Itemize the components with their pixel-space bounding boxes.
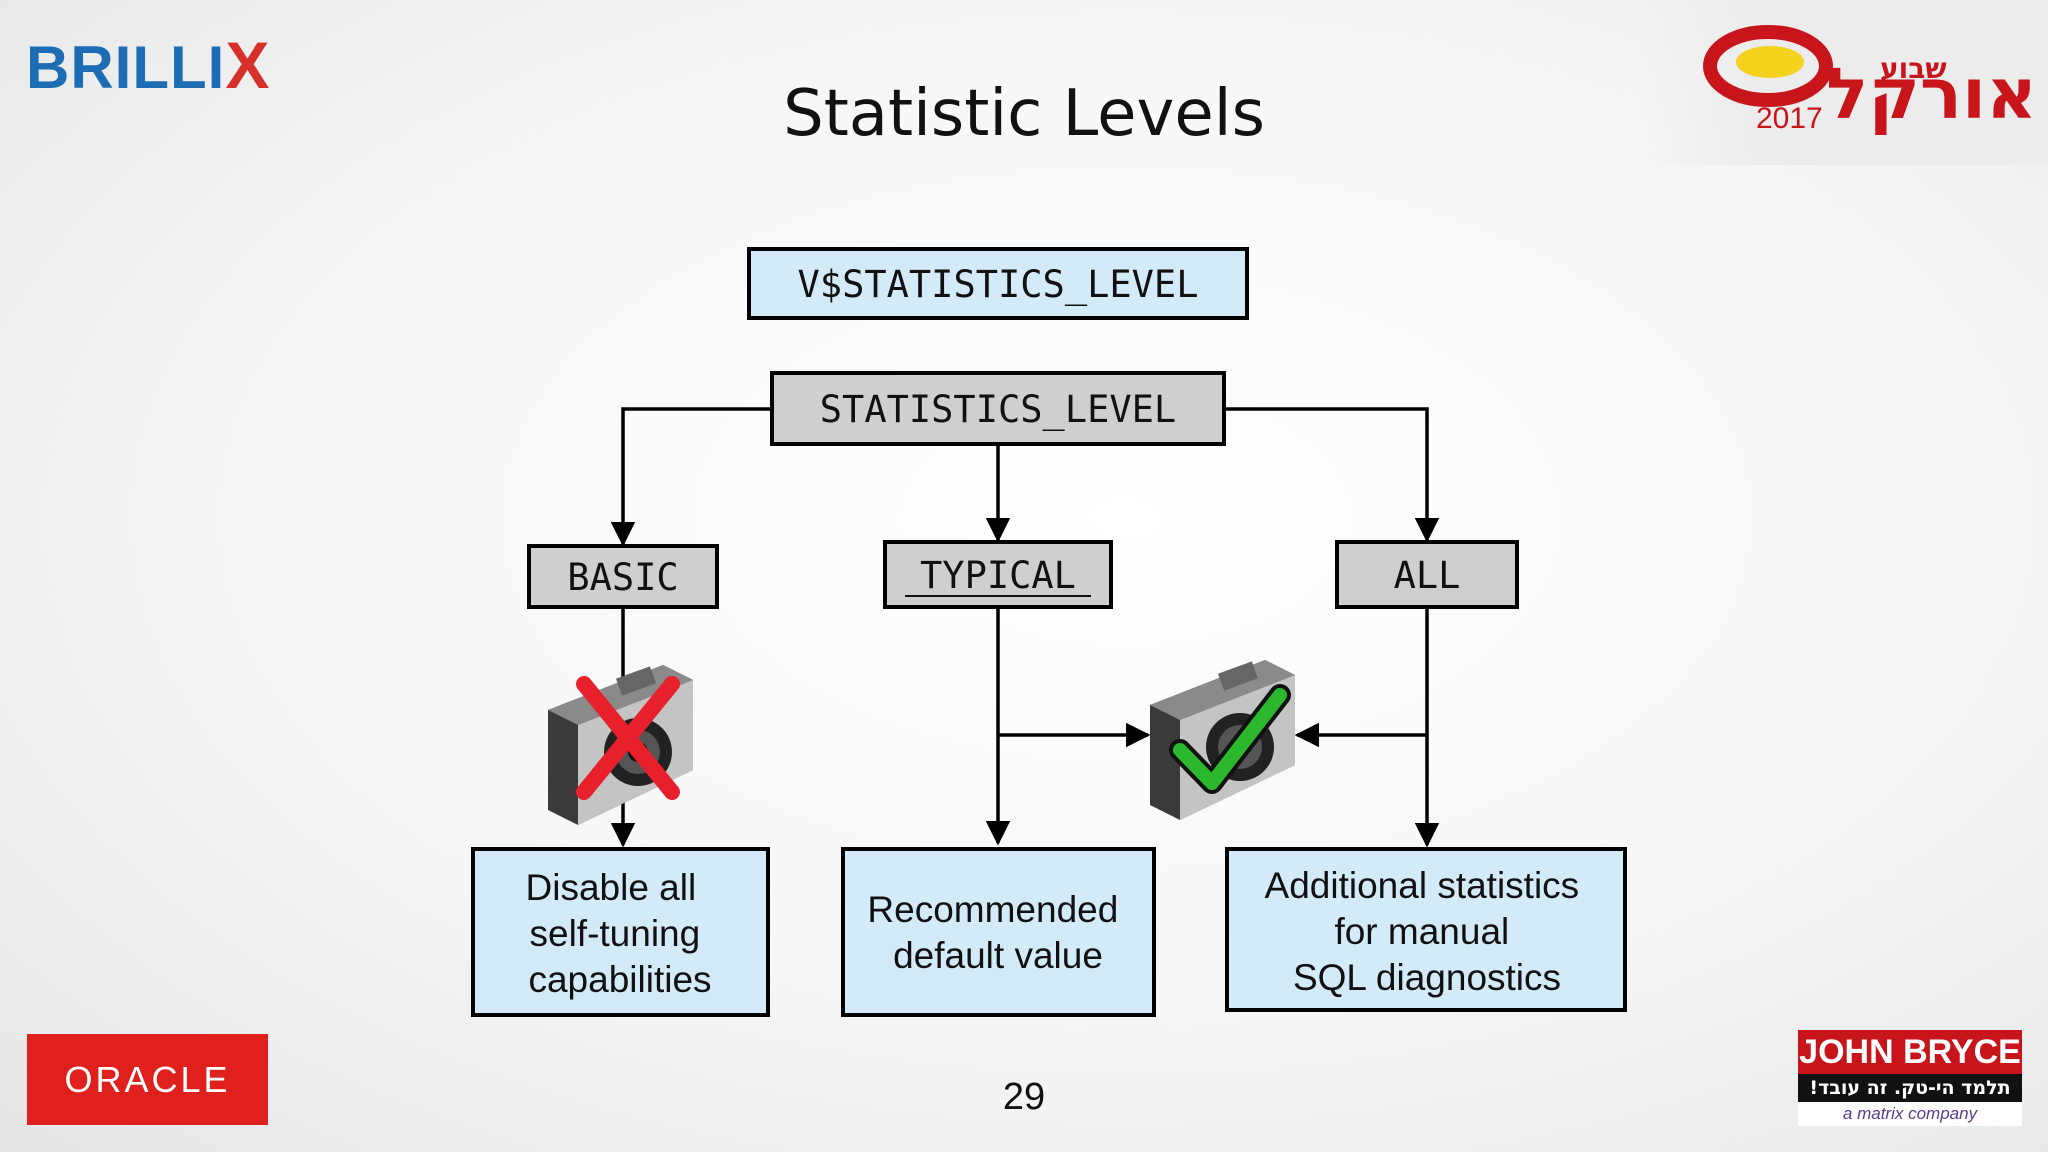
connector-lines — [610, 407, 1440, 848]
orakel-ring-icon — [1703, 25, 1833, 107]
desc-box-typical: Recommended default value — [841, 847, 1156, 1017]
brillix-logo: BRILLIX — [26, 30, 270, 103]
level-node-typical-label: TYPICAL — [920, 554, 1076, 597]
desc-all-line-2: for manual — [1334, 911, 1509, 952]
param-node: STATISTICS_LEVEL — [770, 371, 1226, 446]
desc-basic-line-3: capabilities — [528, 959, 711, 1000]
svg-text:Disable all self-tuning: Disable all self-tuning capabilities — [526, 867, 712, 1000]
desc-box-all: Additional statistics for manual SQL dia… — [1225, 847, 1627, 1012]
desc-basic-line-2: self-tuning — [530, 913, 701, 954]
orakel-year: 2017 — [1756, 102, 1823, 135]
brillix-logo-x: X — [225, 28, 271, 102]
level-node-all: ALL — [1335, 540, 1519, 609]
camera-crossed-icon — [548, 665, 693, 825]
desc-box-basic: Disable all self-tuning capabilities — [471, 847, 770, 1017]
desc-typical-line-2: default value — [893, 935, 1103, 976]
connector-param-basic — [610, 407, 772, 547]
orakel-logo-text: אורקל — [1826, 53, 2038, 135]
desc-basic-line-1: Disable all — [526, 867, 697, 908]
oracle-logo: ORACLE — [27, 1034, 268, 1125]
john-bryce-logo-tagline: a matrix company — [1842, 1104, 1978, 1123]
orakel-logo-band — [1640, 0, 2048, 165]
desc-typical-line-1: Recommended — [867, 889, 1118, 930]
view-node: V$STATISTICS_LEVEL — [747, 247, 1249, 320]
john-bryce-logo: JOHN BRYCE תלמד הי-טק. זה עובד! a matrix… — [1798, 1030, 2022, 1126]
desc-all-line-3: SQL diagnostics — [1293, 957, 1561, 998]
param-node-label: STATISTICS_LEVEL — [820, 388, 1176, 432]
connector-param-all — [1224, 407, 1440, 543]
level-node-basic: BASIC — [527, 544, 719, 609]
svg-text:Additional statistics fo: Additional statistics for manual SQL dia… — [1265, 865, 1590, 998]
desc-all-line-1: Additional statistics — [1265, 865, 1580, 906]
john-bryce-logo-slogan: תלמד הי-טק. זה עובד! — [1798, 1074, 2022, 1102]
slide-title: Statistic Levels — [783, 77, 1265, 151]
svg-text:Recommended default valu: Recommended default value — [867, 889, 1128, 976]
john-bryce-logo-title: JOHN BRYCE — [1798, 1030, 2022, 1074]
level-node-typical: TYPICAL — [883, 540, 1113, 609]
level-node-all-label: ALL — [1394, 554, 1461, 597]
level-node-basic-label: BASIC — [567, 556, 678, 599]
page-number: 29 — [1002, 1076, 1046, 1118]
camera-checked-icon — [1150, 660, 1295, 820]
view-node-label: V$STATISTICS_LEVEL — [798, 263, 1199, 307]
brillix-logo-main: BRILLI — [26, 34, 226, 101]
orakel-week-label: שבוע — [1880, 52, 1947, 85]
